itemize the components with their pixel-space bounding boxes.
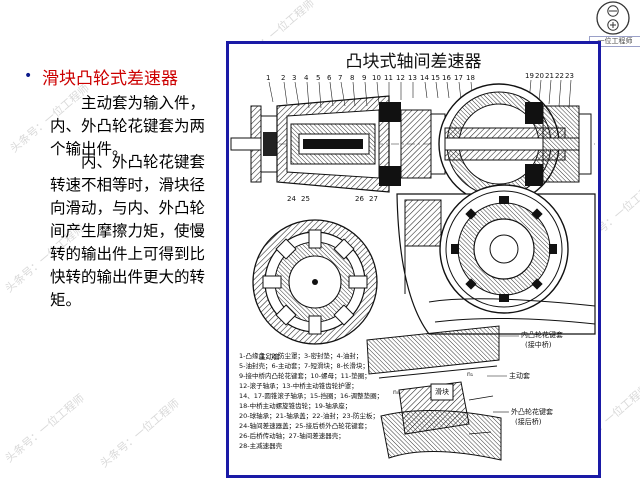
legend-line: 26-后桥传动轴；27-轴间差速器壳； [239,432,345,440]
callout-26: 26 [355,195,364,203]
diagram-title: 凸块式轴间差速器 [345,52,482,72]
legend-line: 28-主减速器壳 [239,442,283,450]
paragraph-inputs-outputs: 主动套为输入件，内、外凸轮花键套为两个输出件。 [50,94,206,158]
callout-8: 8 [350,74,354,82]
legend-line: 20-球轴承；21-轴承盖；22-油封；23-防尘板； [239,412,379,420]
label-outer-cam-to-rear-axle: (接后桥) [515,417,542,426]
legend-line: 14、17-圆锥滚子轴承；15-挡圈；16-调整垫圈； [239,392,384,400]
callout-19: 19 [525,72,534,80]
label-drive-sleeve: 主动套 [259,352,280,361]
logo-icon [596,1,630,35]
callout-12: 12 [396,74,405,82]
label-drive-sleeve-detail: 主动套 [509,371,530,380]
callout-13: 13 [408,74,417,82]
callout-22: 22 [555,72,564,80]
legend-line: 12-滚子轴承；13-中桥主动锥齿轮护罩； [239,382,358,390]
callout-5: 5 [316,74,320,82]
callout-21: 21 [545,72,554,80]
callout-15: 15 [431,74,440,82]
cam-section-view: 主动套 [252,219,378,361]
callout-17: 17 [454,74,463,82]
callout-10: 10 [372,74,381,82]
callout-7: 7 [338,74,342,82]
callout-2: 2 [281,74,285,82]
legend-line: 1-凸缘盘；2-防尘罩；3-密封垫；4-油封； [239,352,363,360]
callout-20: 20 [535,72,544,80]
slide-heading: 滑块凸轮式差速器 [42,69,178,89]
label-outer-cam-sleeve: 外凸轮花键套 [511,407,553,416]
callout-4: 4 [304,74,309,82]
cam-slider-detail: n₀ n₁ 滑块 内凸轮花键套 (接中桥) 主动套 外凸轮花键套 (接后桥) [366,325,563,461]
label-n1: n₁ [467,371,474,378]
callout-11: 11 [384,74,393,82]
cam-differential-drawing: 1 2 3 4 5 6 7 8 9 10 11 12 13 14 15 16 1 [230,72,596,461]
gear-case-view [396,184,596,335]
paragraph-torque-explanation: 内、外凸轮花键套转速不相等时，滑块径向滑动，与内、外凸轮间产生摩擦力矩，使慢转的… [50,153,206,309]
bullet-marker: • [24,68,33,84]
callout-1: 1 [266,74,270,82]
label-inner-cam-to-middle-axle: (接中桥) [525,340,552,349]
label-n0: n₀ [393,389,400,396]
callout-27: 27 [369,195,378,203]
callout-25: 25 [301,195,310,203]
callout-3: 3 [292,74,296,82]
callout-18: 18 [466,74,475,82]
callout-23: 23 [565,72,574,80]
watermark: 头条号：一位工程师 [97,396,182,471]
legend-line: 24-轴间差速器盖；25-接后桥外凸轮花键套； [239,422,371,430]
differential-diagram: 凸块式轴间差速器 [226,41,601,478]
callout-24: 24 [287,195,296,203]
callout-6: 6 [327,74,332,82]
label-slider: 滑块 [435,387,449,396]
legend-line: 5-油封壳；6-主动套；7-短滑块；8-长滑块； [239,362,369,370]
cross-section-view: 1 2 3 4 5 6 7 8 9 10 11 12 13 14 15 16 1 [230,72,595,205]
label-inner-cam-sleeve: 内凸轮花键套 [521,330,563,339]
callout-16: 16 [442,74,451,82]
legend-line: 9-接中桥内凸轮花键套；10-螺母；11-垫圈； [239,372,371,380]
watermark: 头条号：一位工程师 [2,391,87,466]
legend-line: 18-中桥主动螺旋锥齿轮；19-轴承座； [239,402,352,410]
callout-9: 9 [362,74,366,82]
callout-14: 14 [420,74,429,82]
